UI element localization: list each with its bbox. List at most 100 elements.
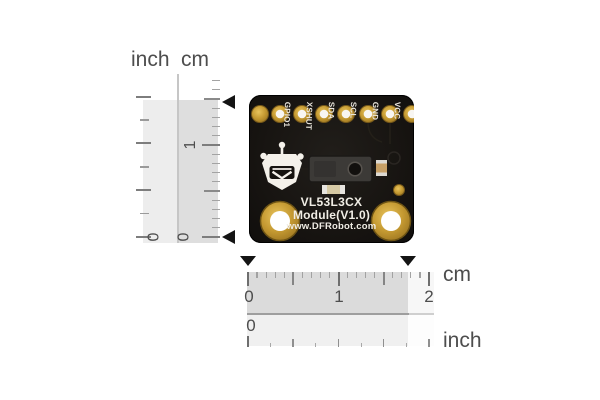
vertical-inch-zero: 0 xyxy=(145,232,163,242)
sensor-lens xyxy=(347,161,363,177)
ruler-tick xyxy=(337,272,340,286)
ruler-tick xyxy=(212,181,220,183)
ruler-tick xyxy=(202,236,220,238)
horizontal-inch-unit-label: inch xyxy=(443,329,482,352)
pin-label-xshut: XSHUT xyxy=(304,101,314,131)
pin-label-gpio1: GPIO1 xyxy=(282,101,292,128)
board-top-marker-icon xyxy=(222,95,235,109)
vertical-cm-one: 1 xyxy=(182,140,199,150)
horizontal-cm-unit-label: cm xyxy=(443,263,471,286)
ruler-tick xyxy=(136,189,151,192)
board-name-line1: VL53L3CX xyxy=(300,195,363,209)
board-website: www.DFRobot.com xyxy=(286,221,377,232)
vertical-cm-zero: 0 xyxy=(175,232,193,242)
ruler-tick xyxy=(140,119,149,121)
corner-pad xyxy=(251,105,269,123)
ruler-tick xyxy=(292,339,294,347)
pin-label-scl: SCL xyxy=(348,101,358,119)
ruler-tick xyxy=(392,272,394,278)
capacitor xyxy=(376,160,387,176)
ruler-tick xyxy=(212,89,220,91)
board-left-marker-icon xyxy=(240,256,256,266)
pcb-board: GPIO1 XSHUT SDA SCL GND VCC VL53L3CX Module(V… xyxy=(249,95,414,243)
horizontal-cm-number: 2 xyxy=(424,287,434,306)
ruler-tick xyxy=(140,166,149,168)
horizontal-inch-ruler-shade xyxy=(247,315,408,346)
board-name-line2: Module(V1.0) xyxy=(292,208,371,222)
ruler-tick xyxy=(382,339,385,347)
horizontal-cm-number: 0 xyxy=(244,287,254,306)
dfrobot-logo xyxy=(260,141,304,190)
ruler-tick xyxy=(346,272,349,278)
mounting-hole-left xyxy=(259,200,301,242)
ruler-tick xyxy=(365,272,367,278)
ruler-tick xyxy=(410,272,412,278)
ruler-tick xyxy=(212,227,220,229)
ruler-tick xyxy=(356,272,358,278)
ruler-tick xyxy=(374,272,376,278)
ruler-tick xyxy=(328,272,331,278)
board-bottom-marker-icon xyxy=(222,230,235,244)
horizontal-inch-zero: 0 xyxy=(246,316,256,335)
ruler-tick xyxy=(428,339,430,347)
ruler-tick xyxy=(212,162,220,164)
ruler-tick xyxy=(292,272,295,285)
ruler-tick xyxy=(212,172,220,174)
ruler-tick xyxy=(212,218,220,220)
ruler-tick xyxy=(419,272,421,278)
horizontal-cm-number: 1 xyxy=(334,287,344,306)
ruler-tick xyxy=(360,342,362,347)
ruler-tick xyxy=(301,272,303,278)
ruler-tick xyxy=(310,272,312,278)
ruler-tick xyxy=(212,153,220,155)
ruler-tick xyxy=(204,98,220,100)
trace-via xyxy=(387,151,401,165)
ruler-tick xyxy=(274,272,276,278)
pin-label-vcc: VCC xyxy=(392,101,402,120)
ruler-tick xyxy=(315,342,317,347)
ruler-tick xyxy=(428,272,430,286)
ruler-tick xyxy=(319,272,321,278)
ruler-tick xyxy=(136,236,151,238)
pcb-graphics xyxy=(251,105,414,242)
tof-sensor xyxy=(308,155,373,183)
test-point xyxy=(393,184,405,196)
vertical-cm-ruler-strip xyxy=(178,100,218,243)
ruler-tick xyxy=(401,272,403,278)
ruler-tick xyxy=(136,95,151,98)
ruler-tick xyxy=(212,208,220,210)
ruler-tick xyxy=(256,272,258,278)
ruler-tick xyxy=(405,342,407,347)
ruler-tick xyxy=(202,144,220,146)
resistor xyxy=(322,185,345,194)
ruler-tick xyxy=(247,336,249,347)
ruler-tick xyxy=(382,272,385,285)
ruler-tick xyxy=(212,116,220,118)
mounting-hole-right xyxy=(370,200,412,242)
board-right-marker-icon xyxy=(400,256,416,266)
vertical-ruler-divider xyxy=(177,74,179,243)
pin-holes xyxy=(271,105,414,123)
ruler-tick xyxy=(136,142,151,145)
ruler-tick xyxy=(212,135,220,137)
ruler-tick xyxy=(270,342,272,347)
vertical-cm-unit-label: cm xyxy=(181,48,209,71)
trace-lines xyxy=(367,121,391,144)
ruler-tick xyxy=(212,199,220,201)
pin-label-gnd: GND xyxy=(370,101,380,121)
ruler-tick xyxy=(212,80,220,82)
vertical-inch-ruler-strip xyxy=(143,100,178,243)
ruler-tick xyxy=(204,190,220,192)
ruler-tick xyxy=(283,272,285,278)
ruler-tick xyxy=(212,126,220,128)
pin-label-sda: SDA xyxy=(326,101,336,120)
vertical-inch-unit-label: inch xyxy=(131,48,170,71)
ruler-tick xyxy=(212,107,220,109)
ruler-tick xyxy=(337,339,340,347)
horizontal-cm-ruler-shade xyxy=(247,272,408,314)
ruler-tick xyxy=(247,272,249,286)
ruler-tick xyxy=(265,272,267,278)
horizontal-ruler-divider-light xyxy=(409,313,434,315)
ruler-tick xyxy=(140,212,149,215)
